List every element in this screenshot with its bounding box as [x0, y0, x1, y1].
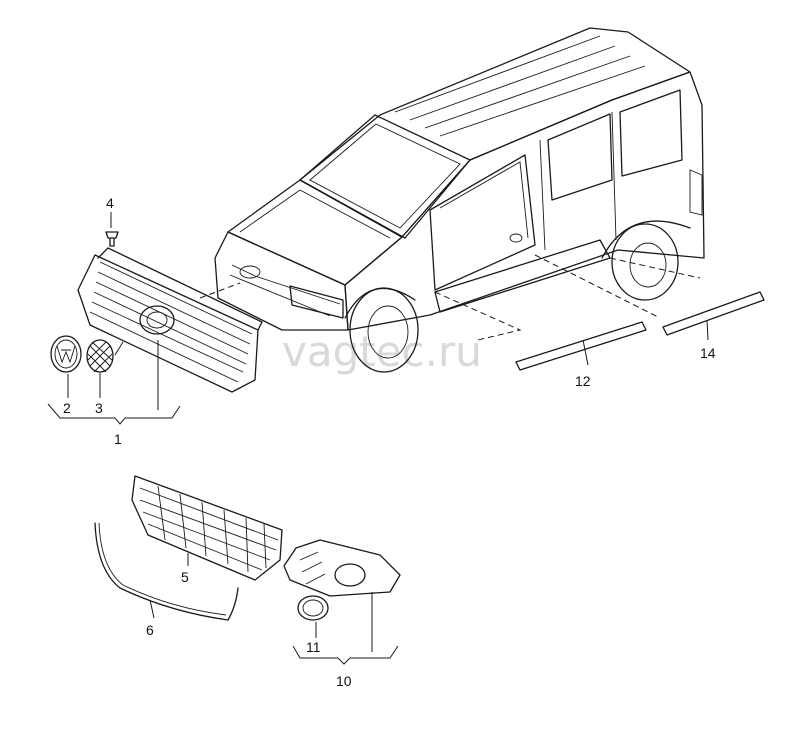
sill-reference-leader-12	[434, 291, 522, 341]
sill-trim-strip-14[interactable]	[662, 291, 765, 336]
callout-12[interactable]: 12	[575, 373, 591, 389]
clip-fastener-icon	[105, 231, 119, 247]
grille-reference-leader	[199, 282, 241, 299]
callout-4[interactable]: 4	[106, 195, 114, 211]
mesh-grille-insert[interactable]	[86, 339, 114, 373]
callout-6[interactable]: 6	[146, 622, 154, 638]
callout-14[interactable]: 14	[700, 345, 716, 361]
fog-light-ring[interactable]	[297, 595, 329, 621]
callout-5[interactable]: 5	[181, 569, 189, 585]
vw-emblem[interactable]	[50, 335, 82, 373]
fog-light-cover[interactable]	[283, 539, 401, 597]
bracket-1	[47, 403, 181, 425]
bracket-10	[292, 645, 399, 665]
callout-3[interactable]: 3	[95, 400, 103, 416]
sill-trim-strip-12[interactable]	[515, 321, 647, 371]
sill-reference-leader-14	[534, 254, 701, 319]
callout-10[interactable]: 10	[336, 673, 352, 689]
callout-1[interactable]: 1	[114, 431, 122, 447]
vw-emblem-icon	[50, 335, 82, 373]
lower-bumper-grille[interactable]	[131, 475, 283, 581]
chrome-trim-strip[interactable]	[94, 522, 239, 621]
van-illustration	[214, 27, 705, 373]
callout-2[interactable]: 2	[63, 400, 71, 416]
radiator-grille[interactable]	[77, 247, 263, 393]
callout-11[interactable]: 11	[306, 639, 321, 655]
mesh-grille-insert-icon	[86, 339, 114, 373]
watermark: vagtec.ru	[282, 327, 482, 376]
clip-fastener[interactable]	[105, 231, 119, 247]
